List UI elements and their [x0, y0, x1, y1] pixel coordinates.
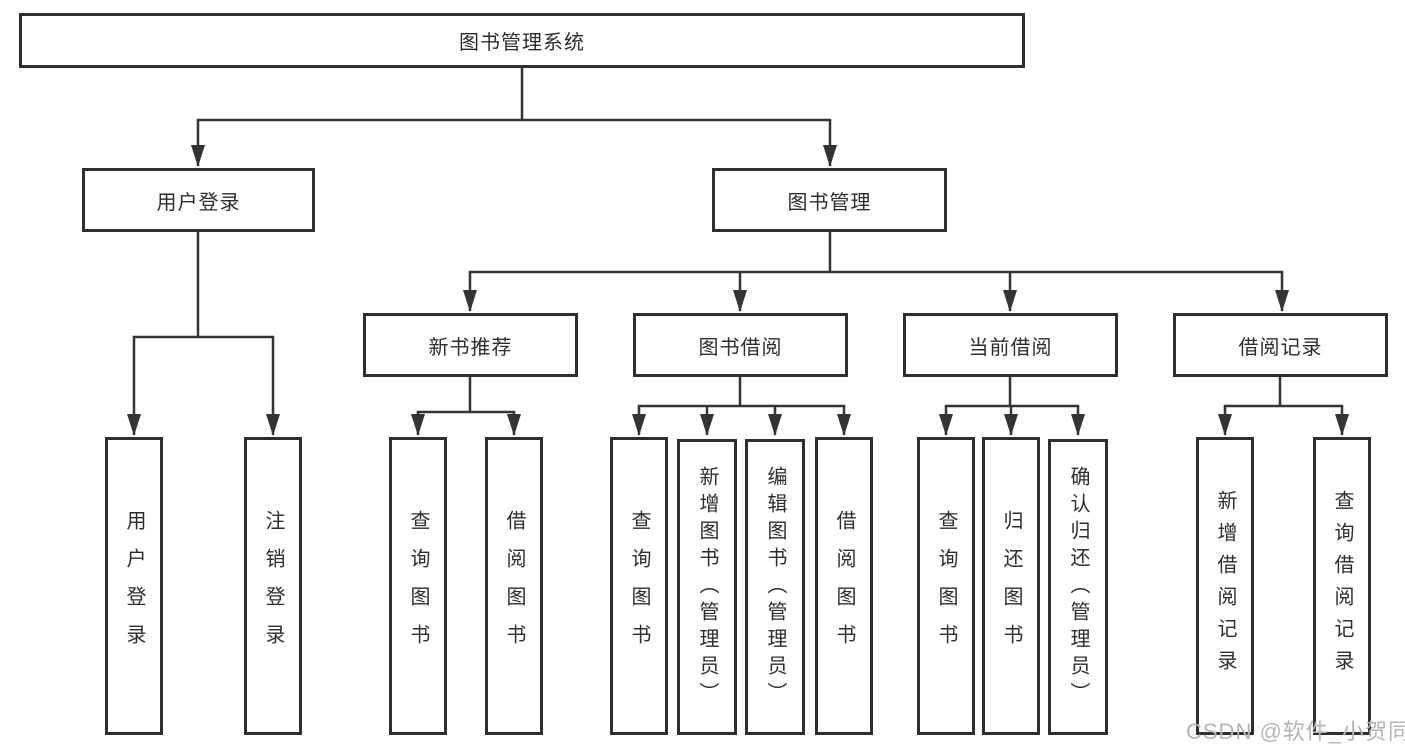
node-borrow-records: 借阅记录 — [1173, 313, 1388, 377]
leaf-edit-book-label: 编辑图书（管理员） — [764, 465, 786, 709]
node-borrow-records-label: 借阅记录 — [1238, 336, 1323, 359]
node-book-mgmt-label: 图书管理 — [787, 191, 872, 214]
leaf-add-record: 新增借阅记录 — [1196, 437, 1254, 735]
leaf-edit-book: 编辑图书（管理员） — [745, 439, 805, 735]
leaf-query-book-3: 查询图书 — [917, 437, 975, 735]
leaf-borrow-book-2-label: 借阅图书 — [833, 510, 855, 662]
leaf-query-book-3-label: 查询图书 — [935, 510, 957, 662]
node-new-book-rec-label: 新书推荐 — [428, 336, 513, 359]
leaf-add-record-label: 新增借阅记录 — [1214, 490, 1236, 682]
node-book-borrow-label: 图书借阅 — [698, 336, 783, 359]
connector-mgmt-rail — [468, 232, 1284, 274]
leaf-return-book: 归还图书 — [982, 437, 1040, 735]
connector-login-rail — [132, 232, 275, 339]
leaf-logout-label: 注销登录 — [262, 510, 284, 662]
node-user-login: 用户登录 — [82, 168, 315, 232]
leaf-query-record: 查询借阅记录 — [1313, 437, 1371, 735]
node-book-borrow: 图书借阅 — [633, 313, 848, 377]
leaf-user-login-label: 用户登录 — [123, 510, 145, 662]
leaf-query-book-1: 查询图书 — [389, 437, 447, 735]
leaf-confirm-return-label: 确认归还（管理员） — [1067, 465, 1089, 709]
leaf-return-book-label: 归还图书 — [1000, 510, 1022, 662]
node-current-borrow-label: 当前借阅 — [968, 336, 1053, 359]
node-user-login-label: 用户登录 — [156, 191, 241, 214]
connector-borrow-rail — [637, 377, 846, 408]
leaf-query-book-1-label: 查询图书 — [407, 510, 429, 662]
node-root: 图书管理系统 — [19, 13, 1025, 68]
connector-root-rail — [196, 68, 832, 122]
leaf-logout: 注销登录 — [244, 437, 302, 735]
leaf-query-record-label: 查询借阅记录 — [1331, 490, 1353, 682]
node-book-mgmt: 图书管理 — [712, 168, 947, 232]
leaf-query-book-2-label: 查询图书 — [628, 510, 650, 662]
csdn-watermark: CSDN @软件_小贺同学 — [1186, 719, 1405, 744]
leaf-confirm-return: 确认归还（管理员） — [1048, 439, 1108, 735]
leaf-add-book-label: 新增图书（管理员） — [696, 465, 718, 709]
node-current-borrow: 当前借阅 — [903, 313, 1118, 377]
node-new-book-rec: 新书推荐 — [363, 313, 578, 377]
leaf-user-login: 用户登录 — [105, 437, 163, 735]
leaf-borrow-book-2: 借阅图书 — [815, 437, 873, 735]
connector-current-rail — [944, 377, 1080, 408]
leaf-query-book-2: 查询图书 — [610, 437, 668, 735]
leaf-borrow-book-1: 借阅图书 — [485, 437, 543, 735]
leaf-add-book: 新增图书（管理员） — [677, 439, 737, 735]
connector-records-rail — [1223, 377, 1344, 408]
connector-newbook-rail — [416, 377, 516, 414]
leaf-borrow-book-1-label: 借阅图书 — [503, 510, 525, 662]
node-root-label: 图书管理系统 — [459, 32, 585, 54]
